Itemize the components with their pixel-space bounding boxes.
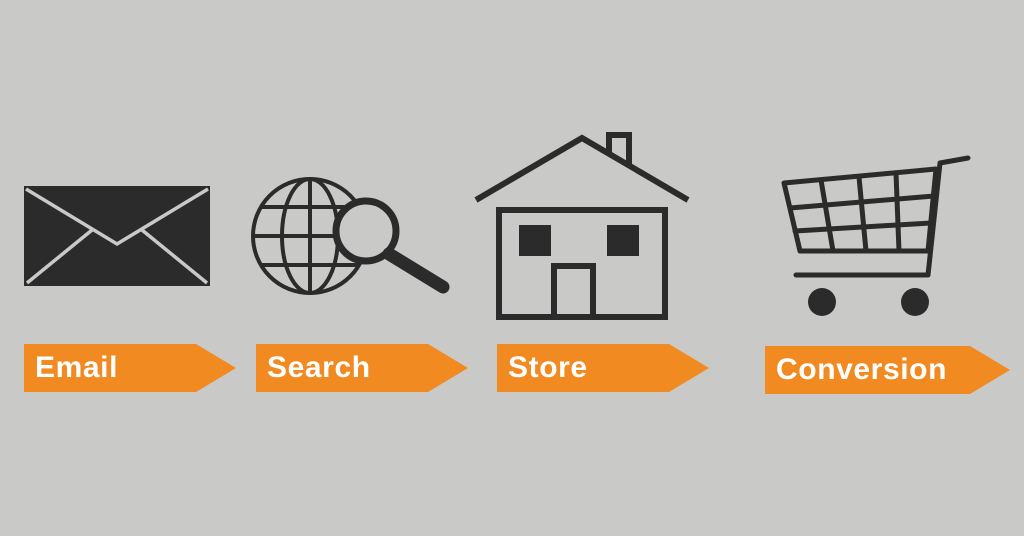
step-label-text: Search [267,351,371,384]
shopping-cart-icon [781,155,971,316]
house-icon [474,132,690,320]
step-label-text: Conversion [776,353,948,386]
step-label-store: Store [497,344,709,392]
step-label-email: Email [24,344,236,392]
globe-search-icon [251,177,450,295]
step-label-text: Email [35,351,119,384]
step-label-conversion: Conversion [765,346,1010,394]
step-label-search: Search [256,344,468,392]
envelope-icon [24,186,210,286]
step-label-text: Store [508,351,588,384]
